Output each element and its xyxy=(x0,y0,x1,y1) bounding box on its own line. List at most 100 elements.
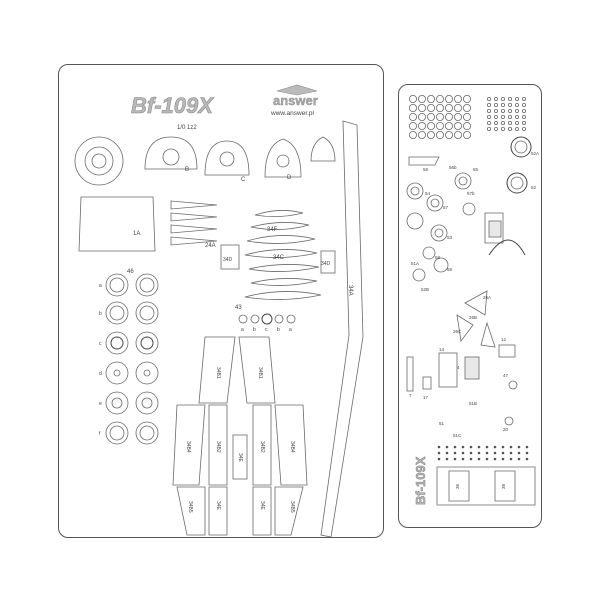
brand-website: www.answer.pl xyxy=(270,110,315,117)
label-34B5-right: 34B5 xyxy=(289,501,295,513)
label-51B: 51B xyxy=(469,401,477,406)
label-47: 47 xyxy=(503,373,509,378)
label-56b: 56b xyxy=(449,165,457,170)
label-14: 14 xyxy=(439,347,445,352)
ring xyxy=(454,94,463,103)
dot xyxy=(508,102,513,107)
row-label-b: b xyxy=(99,311,102,317)
dot xyxy=(515,121,520,126)
label-26A: 26A xyxy=(483,295,491,300)
ring xyxy=(445,122,454,131)
rivet xyxy=(453,457,457,461)
dot xyxy=(522,108,527,113)
scale-note: 1/0 1z2 xyxy=(177,125,197,131)
washer-label-c: c xyxy=(265,327,268,333)
dot xyxy=(487,127,492,132)
label-20: 20 xyxy=(503,427,509,432)
ring xyxy=(417,131,426,140)
part-34D-left xyxy=(220,244,240,270)
ring xyxy=(463,122,472,131)
label-7: 7 xyxy=(409,393,412,398)
right-sheet-drawing: 52A 52 56 5 xyxy=(406,94,539,506)
ring xyxy=(436,131,445,140)
rivet xyxy=(445,457,449,461)
rivet xyxy=(445,445,449,449)
ring xyxy=(426,122,435,131)
label-34B5-left: 34B5 xyxy=(187,501,193,513)
label-34B4-left: 34B4 xyxy=(185,441,191,453)
label-1A: 1A xyxy=(133,231,140,237)
ring xyxy=(454,103,463,112)
rivet xyxy=(477,451,481,455)
label-D: D xyxy=(287,175,292,181)
label-56: 56 xyxy=(423,167,429,172)
label-26B: 26B xyxy=(469,315,477,320)
ring xyxy=(463,94,472,103)
plane-logo-icon xyxy=(276,84,318,96)
washer-label-b: b xyxy=(253,327,256,333)
left-sheet-title: Bf-109X xyxy=(131,93,214,118)
rivet xyxy=(453,451,457,455)
dot xyxy=(501,127,506,132)
ring xyxy=(445,94,454,103)
left-sheet-drawing: Bf-109X answer www.answer.pl 1/0 1z2 B C… xyxy=(74,84,364,538)
dot xyxy=(522,121,527,126)
rivet xyxy=(517,445,521,449)
right-sheet: 52A 52 56 5 xyxy=(398,84,542,528)
ring xyxy=(426,103,435,112)
label-34D-right: 34D xyxy=(321,261,331,267)
dot xyxy=(501,114,506,119)
dot xyxy=(522,96,527,101)
label-4: 4 xyxy=(457,365,460,370)
label-B: B xyxy=(185,167,189,173)
label-52B: 52B xyxy=(421,287,429,292)
dot xyxy=(494,108,499,113)
label-57: 57 xyxy=(443,205,449,210)
dot xyxy=(515,96,520,101)
right-sheet-title: Bf-109X xyxy=(413,456,428,505)
ring xyxy=(445,112,454,121)
label-43: 43 xyxy=(235,305,242,311)
label-34B2-right: 34B2 xyxy=(259,441,265,453)
row-label-d: d xyxy=(99,371,102,377)
part-34D-right xyxy=(320,250,336,274)
small-washers xyxy=(238,313,296,325)
label-34B1-right: 34B1 xyxy=(257,367,263,379)
dot xyxy=(494,102,499,107)
rivet xyxy=(517,451,521,455)
label-46: 46 xyxy=(127,269,134,275)
dot xyxy=(522,102,527,107)
label-34E-low-right: 34E xyxy=(259,501,265,511)
label-38: 38 xyxy=(501,483,506,489)
tail-part xyxy=(436,466,536,506)
rivet xyxy=(493,445,497,449)
dot xyxy=(494,114,499,119)
label-53: 53 xyxy=(447,235,453,240)
rivet xyxy=(517,457,521,461)
dot xyxy=(487,121,492,126)
rivet xyxy=(477,457,481,461)
dot xyxy=(494,127,499,132)
ring xyxy=(408,122,417,131)
label-24A: 24A xyxy=(205,243,216,249)
row-label-a: a xyxy=(99,283,102,289)
washer-label-b2: b xyxy=(277,327,280,333)
label-57b: 57b xyxy=(467,191,475,196)
rivet xyxy=(501,457,505,461)
label-34B2-left: 34B2 xyxy=(215,441,221,453)
rivet xyxy=(437,445,441,449)
dot xyxy=(501,102,506,107)
washer-label-a: a xyxy=(241,327,244,333)
dot xyxy=(487,102,492,107)
ring xyxy=(436,94,445,103)
label-59: 59 xyxy=(447,267,453,272)
ring xyxy=(426,94,435,103)
strips-24A xyxy=(170,200,218,246)
label-34D-left: 34D xyxy=(223,257,233,263)
ring xyxy=(408,94,417,103)
ring xyxy=(454,122,463,131)
label-51C: 51C xyxy=(453,433,462,438)
rivet xyxy=(437,457,441,461)
ring xyxy=(408,103,417,112)
ring xyxy=(436,103,445,112)
